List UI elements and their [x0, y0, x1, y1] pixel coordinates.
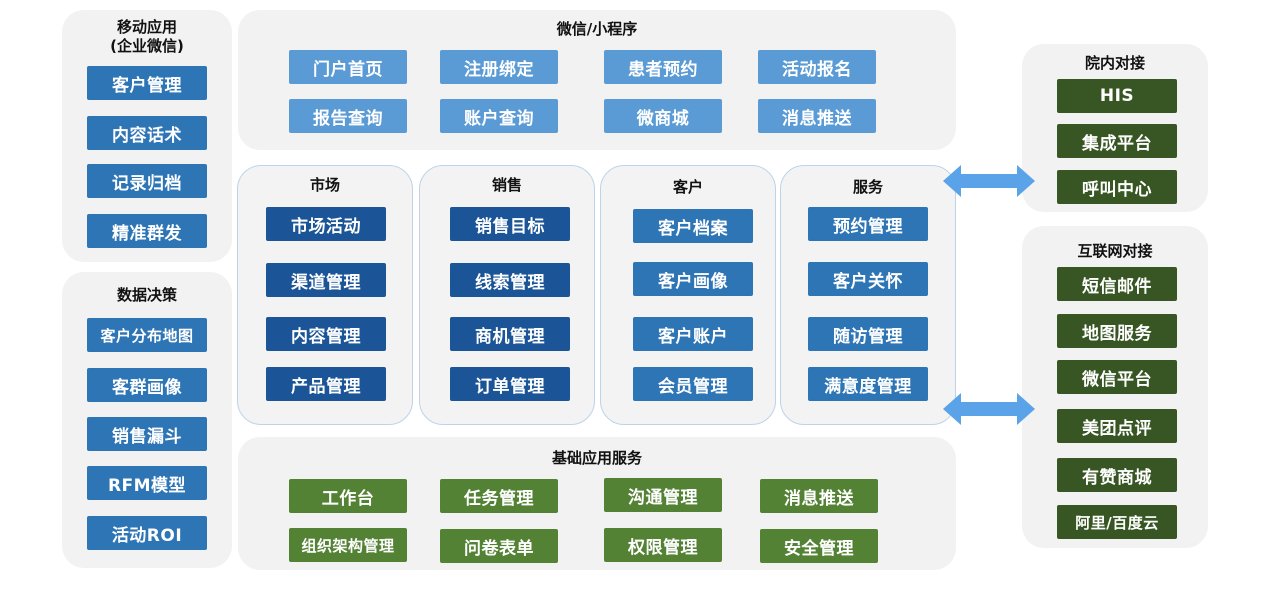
customer-item-member-mgmt[interactable]: 会员管理 [633, 367, 753, 401]
service-item-satisfaction-mgmt[interactable]: 满意度管理 [808, 367, 928, 401]
mobile-app-subtitle: (企业微信) [110, 37, 184, 55]
wechat-item-account-query[interactable]: 账户查询 [440, 99, 558, 133]
internet-item-meituan-dianping[interactable]: 美团点评 [1057, 409, 1177, 443]
internet-integration-title: 互联网对接 [1077, 242, 1153, 260]
hospital-item-his[interactable]: HIS [1057, 79, 1177, 113]
data-decision-title: 数据决策 [116, 286, 177, 304]
internet-item-wechat-platform[interactable]: 微信平台 [1057, 360, 1177, 394]
module-customer-title: 客户 [672, 178, 703, 196]
base-item-workbench[interactable]: 工作台 [289, 479, 407, 513]
internet-integration-panel: 互联网对接 短信邮件 地图服务 微信平台 美团点评 有赞商城 阿里/百度云 [1022, 226, 1208, 548]
wechat-title: 微信/小程序 [556, 20, 638, 38]
module-sales-title: 销售 [491, 176, 522, 194]
market-item-channel-mgmt[interactable]: 渠道管理 [266, 263, 386, 297]
service-item-appointment-mgmt[interactable]: 预约管理 [808, 207, 928, 241]
market-item-content-mgmt[interactable]: 内容管理 [266, 317, 386, 351]
wechat-item-message-push[interactable]: 消息推送 [758, 99, 876, 133]
service-item-customer-care[interactable]: 客户关怀 [808, 262, 928, 296]
customer-item-profile[interactable]: 客户档案 [633, 209, 753, 243]
wechat-panel: 微信/小程序 门户首页 注册绑定 患者预约 活动报名 报告查询 账户查询 微商城… [238, 10, 956, 150]
wechat-item-register-bind[interactable]: 注册绑定 [440, 50, 558, 84]
module-market: 市场 市场活动 渠道管理 内容管理 产品管理 [237, 165, 413, 425]
decision-item-customer-map[interactable]: 客户分布地图 [87, 318, 207, 352]
mobile-app-panel: 移动应用 (企业微信) 客户管理 内容话术 记录归档 精准群发 [62, 10, 232, 262]
market-item-product-mgmt[interactable]: 产品管理 [266, 367, 386, 401]
base-services-title: 基础应用服务 [551, 449, 642, 467]
data-decision-panel: 数据决策 客户分布地图 客群画像 销售漏斗 RFM模型 活动ROI [62, 272, 232, 568]
base-item-message-push[interactable]: 消息推送 [760, 479, 878, 513]
internet-item-map-service[interactable]: 地图服务 [1057, 314, 1177, 348]
base-item-permission-mgmt[interactable]: 权限管理 [604, 528, 722, 562]
mobile-item-content-scripts[interactable]: 内容话术 [87, 116, 207, 150]
mobile-app-title: 移动应用 [116, 18, 177, 36]
mobile-item-record-archive[interactable]: 记录归档 [87, 164, 207, 198]
module-service-title: 服务 [852, 178, 883, 196]
base-item-communication-mgmt[interactable]: 沟通管理 [604, 478, 722, 512]
internet-item-ali-baidu-cloud[interactable]: 阿里/百度云 [1057, 505, 1177, 539]
module-service: 服务 预约管理 客户关怀 随访管理 满意度管理 [780, 165, 956, 425]
wechat-item-report-query[interactable]: 报告查询 [289, 99, 407, 133]
wechat-item-micro-mall[interactable]: 微商城 [604, 99, 722, 133]
base-item-org-structure[interactable]: 组织架构管理 [289, 528, 407, 562]
decision-item-sales-funnel[interactable]: 销售漏斗 [87, 417, 207, 451]
base-item-task-mgmt[interactable]: 任务管理 [440, 479, 558, 513]
double-arrow-icon [943, 165, 1035, 197]
double-arrow-icon [943, 393, 1035, 425]
module-sales: 销售 销售目标 线索管理 商机管理 订单管理 [419, 165, 595, 425]
sales-item-lead-mgmt[interactable]: 线索管理 [450, 263, 570, 297]
sales-item-target[interactable]: 销售目标 [450, 207, 570, 241]
market-item-activity[interactable]: 市场活动 [266, 207, 386, 241]
internet-item-youzan-mall[interactable]: 有赞商城 [1057, 458, 1177, 492]
sales-item-order-mgmt[interactable]: 订单管理 [450, 367, 570, 401]
mobile-item-mass-send[interactable]: 精准群发 [87, 214, 207, 248]
base-services-panel: 基础应用服务 工作台 任务管理 沟通管理 消息推送 组织架构管理 问卷表单 权限… [238, 437, 956, 570]
decision-item-group-portrait[interactable]: 客群画像 [87, 368, 207, 402]
wechat-item-event-signup[interactable]: 活动报名 [758, 50, 876, 84]
customer-item-portrait[interactable]: 客户画像 [633, 262, 753, 296]
customer-item-account[interactable]: 客户账户 [633, 317, 753, 351]
module-customer: 客户 客户档案 客户画像 客户账户 会员管理 [600, 165, 776, 425]
wechat-item-portal-home[interactable]: 门户首页 [289, 50, 407, 84]
mobile-item-customer-mgmt[interactable]: 客户管理 [87, 66, 207, 100]
base-item-questionnaire[interactable]: 问卷表单 [440, 529, 558, 563]
hospital-item-call-center[interactable]: 呼叫中心 [1057, 170, 1177, 204]
module-market-title: 市场 [309, 176, 340, 194]
hospital-integration-panel: 院内对接 HIS 集成平台 呼叫中心 [1022, 44, 1208, 212]
sales-item-opportunity-mgmt[interactable]: 商机管理 [450, 317, 570, 351]
base-item-security-mgmt[interactable]: 安全管理 [760, 529, 878, 563]
hospital-item-integration-platform[interactable]: 集成平台 [1057, 124, 1177, 158]
wechat-item-patient-booking[interactable]: 患者预约 [604, 50, 722, 84]
decision-item-activity-roi[interactable]: 活动ROI [87, 516, 207, 550]
service-item-followup-mgmt[interactable]: 随访管理 [808, 317, 928, 351]
decision-item-rfm-model[interactable]: RFM模型 [87, 466, 207, 500]
hospital-integration-title: 院内对接 [1084, 54, 1145, 72]
internet-item-sms-email[interactable]: 短信邮件 [1057, 267, 1177, 301]
